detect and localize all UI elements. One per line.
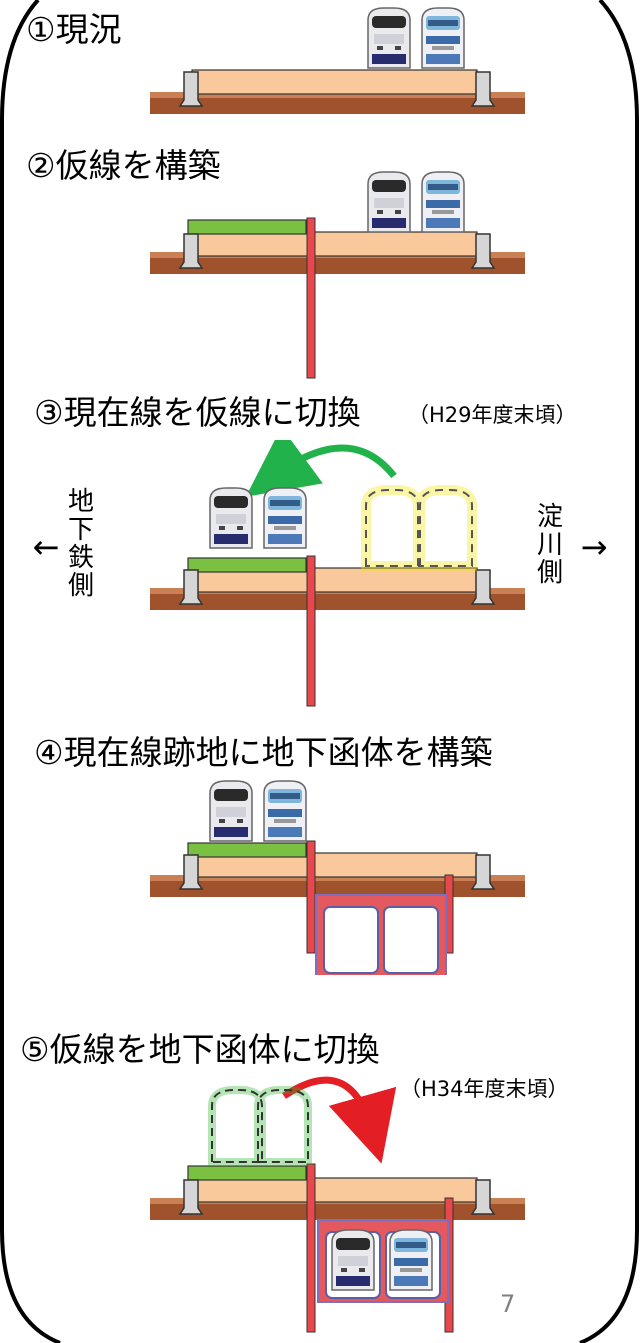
ghost-trains xyxy=(361,485,477,571)
temporary-track xyxy=(187,219,307,235)
step-4-diagram xyxy=(150,775,525,975)
step-5-note: （H34年度末頃） xyxy=(400,1077,569,1101)
step-2-diagram xyxy=(150,170,525,379)
underground-box xyxy=(315,894,447,975)
abutment-left xyxy=(179,71,203,107)
page-number: 7 xyxy=(500,1290,516,1318)
step-5-diagram xyxy=(150,1076,525,1333)
switch-arrow xyxy=(245,440,397,497)
step-2-title: ②仮線を構築 xyxy=(26,146,221,185)
direction-arrow-left: ← xyxy=(32,528,60,566)
abutment-right xyxy=(471,71,495,107)
step-4-title: ④現在線跡地に地下函体を構築 xyxy=(34,733,493,772)
step-1-diagram xyxy=(150,0,525,114)
step-3-diagram xyxy=(150,440,525,707)
direction-arrow-right: → xyxy=(580,528,608,566)
step-3-title: ③現在線を仮線に切換 xyxy=(34,393,361,432)
step-3-note: （H29年度末頃） xyxy=(408,403,577,427)
retaining-wall xyxy=(306,217,316,379)
switch-arrow xyxy=(282,1076,397,1164)
trains xyxy=(368,8,464,68)
direction-label-subway-side: 地下鉄側 xyxy=(67,487,94,601)
step-5-title: ⑤仮線を地下函体に切換 xyxy=(20,1030,380,1069)
ghost-trains xyxy=(208,1086,312,1166)
embankment xyxy=(191,69,478,95)
direction-label-yodogawa-side: 淀川側 xyxy=(536,502,563,588)
step-1-title: ①現況 xyxy=(26,10,122,49)
